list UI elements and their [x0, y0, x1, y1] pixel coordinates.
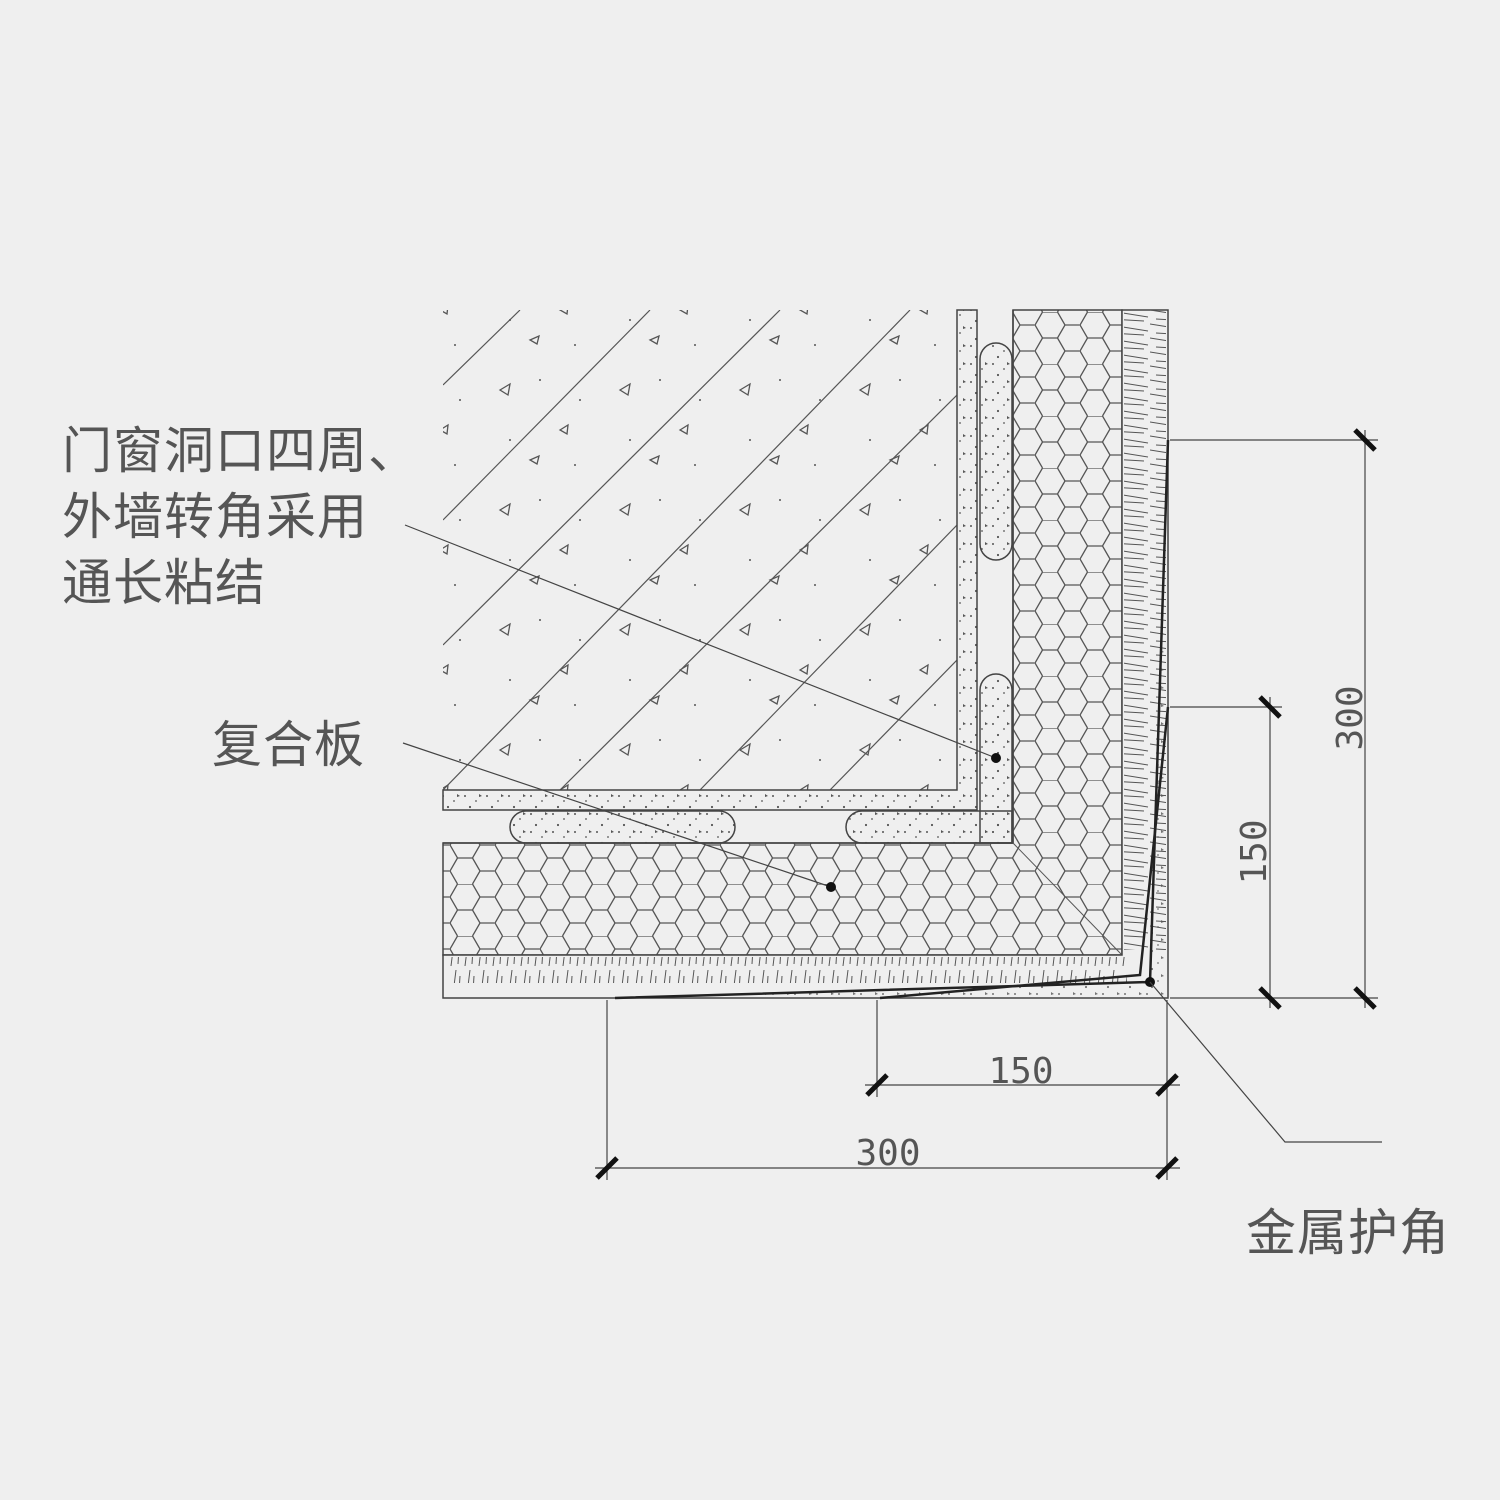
finish-layer — [442, 309, 1169, 999]
dimension-right-outer: 300 — [1330, 685, 1371, 750]
dimension-right-inner: 150 — [1234, 819, 1275, 884]
adhesive-note-label: 门窗洞口四周、 外墙转角采用 通长粘结 — [62, 418, 419, 616]
adhesive-strip — [509, 810, 736, 844]
metal-corner-label: 金属护角 — [1246, 1204, 1450, 1262]
mortar-layer — [442, 309, 978, 811]
adhesive-strip — [845, 810, 1013, 844]
dimension-bottom-inner: 150 — [988, 1051, 1053, 1092]
composite-board-label: 复合板 — [212, 716, 365, 774]
concrete-wall — [443, 310, 957, 790]
leader-dot — [991, 753, 1001, 763]
dimension-lines — [595, 430, 1378, 1180]
adhesive-note-line: 门窗洞口四周、 — [62, 422, 419, 480]
leader-dot — [826, 882, 836, 892]
adhesive-strip — [979, 342, 1013, 561]
adhesive-note-line: 外墙转角采用 — [62, 488, 368, 546]
dimension-bottom-outer: 300 — [855, 1133, 920, 1174]
adhesive-note-line: 通长粘结 — [62, 554, 266, 612]
